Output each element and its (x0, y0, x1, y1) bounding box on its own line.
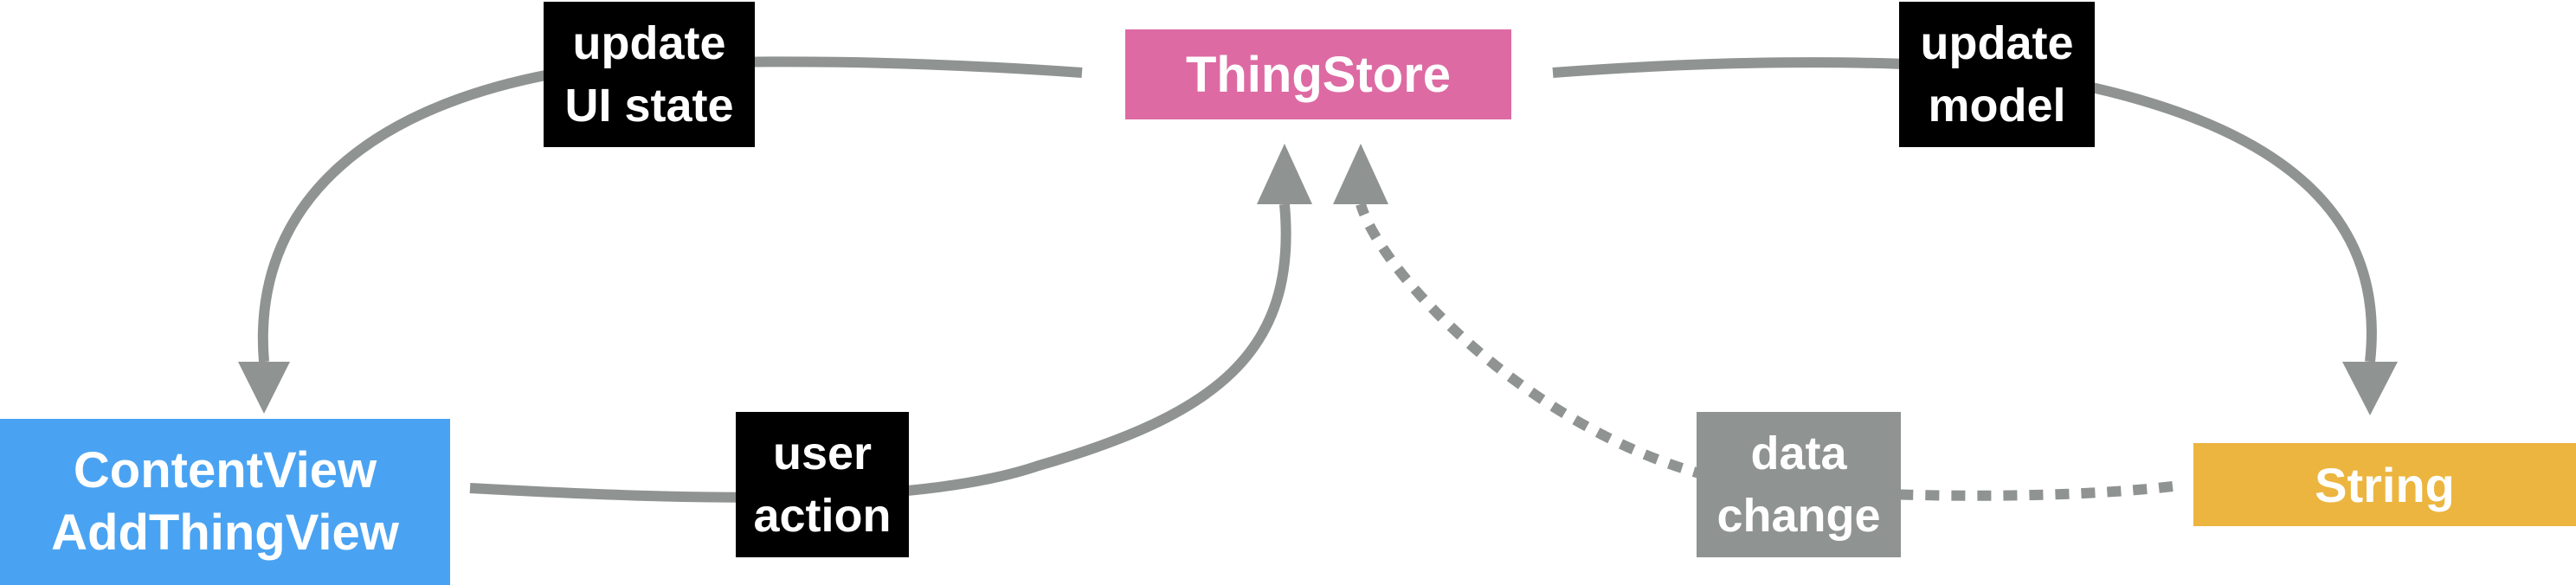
thingstore-label: ThingStore (1185, 46, 1452, 103)
arrowhead-to-string (2342, 362, 2398, 415)
user-action-label: user action (736, 412, 909, 557)
user-action-line1: user (772, 428, 873, 479)
update-ui-state-line1: update (572, 17, 726, 69)
views-node: ContentView AddThingView (0, 419, 450, 585)
thingstore-node: ThingStore (1125, 29, 1511, 119)
edge-data-change (1356, 202, 2174, 501)
update-model-line1: update (1920, 17, 2074, 69)
contentview-label: ContentView (73, 442, 377, 498)
edge-user-action (469, 203, 1291, 503)
user-action-line2: action (753, 490, 892, 542)
update-ui-state-line2: UI state (564, 80, 734, 132)
data-change-line1: data (1750, 428, 1847, 479)
arrowhead-user-action (1257, 144, 1312, 204)
update-model-line2: model (1928, 80, 2066, 132)
update-model-label: update model (1899, 2, 2095, 147)
arrowhead-to-views (238, 362, 290, 414)
string-node: String (2193, 443, 2576, 526)
arrowhead-data-change (1333, 144, 1388, 204)
data-change-label: data change (1697, 412, 1901, 557)
string-label: String (2315, 457, 2455, 512)
update-ui-state-label: update UI state (544, 2, 755, 147)
addthingview-label: AddThingView (51, 505, 399, 561)
data-change-line2: change (1716, 490, 1881, 542)
